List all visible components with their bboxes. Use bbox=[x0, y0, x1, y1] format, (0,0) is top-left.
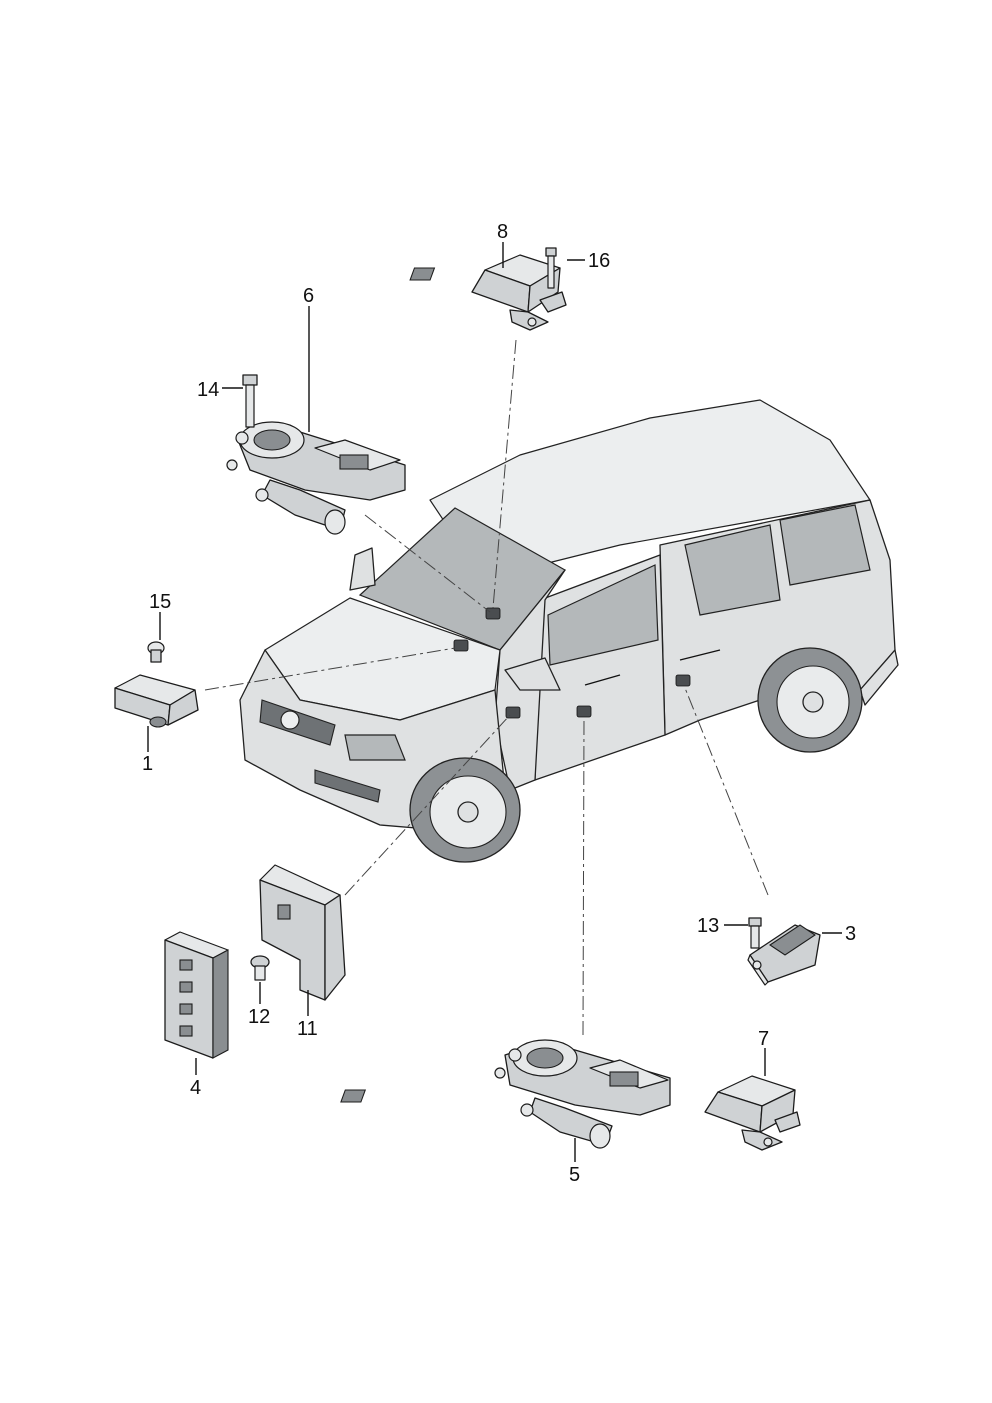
location-marker-dash bbox=[453, 639, 469, 652]
part-7-control-unit bbox=[340, 1075, 801, 1151]
callout-14: 14 bbox=[197, 379, 219, 401]
callout-16: 16 bbox=[588, 250, 610, 272]
leader-lines bbox=[147, 242, 842, 1162]
part-3-sensor bbox=[747, 924, 821, 986]
callout-4: 4 bbox=[190, 1077, 201, 1099]
location-marker-a-pillar bbox=[505, 706, 521, 719]
callout-8: 8 bbox=[497, 221, 508, 243]
location-marker-windshield bbox=[485, 607, 501, 620]
part-8-control-unit bbox=[409, 254, 567, 331]
part-4-relay-carrier bbox=[164, 931, 229, 1059]
location-marker-b-pillar bbox=[675, 674, 691, 687]
part-5-window-motor bbox=[494, 1039, 671, 1149]
callout-7: 7 bbox=[758, 1028, 769, 1050]
callout-3: 3 bbox=[845, 923, 856, 945]
van-illustration bbox=[239, 399, 899, 863]
part-1-bracket bbox=[114, 674, 199, 728]
callout-12: 12 bbox=[248, 1006, 270, 1028]
bolt-14 bbox=[242, 374, 258, 428]
callout-11: 11 bbox=[297, 1018, 318, 1040]
callout-1: 1 bbox=[142, 753, 153, 775]
callout-5: 5 bbox=[569, 1164, 580, 1186]
nut-15 bbox=[147, 641, 165, 663]
callout-6: 6 bbox=[303, 285, 314, 307]
callout-labels: 8 16 6 14 15 1 13 3 12 11 7 4 5 bbox=[142, 221, 856, 1186]
bolt-12 bbox=[250, 955, 270, 981]
bolt-16 bbox=[545, 247, 557, 289]
part-11-bracket bbox=[259, 864, 346, 1001]
callout-13: 13 bbox=[697, 915, 719, 937]
location-marker-front-door bbox=[576, 705, 592, 718]
bolt-13 bbox=[748, 917, 762, 949]
callout-15: 15 bbox=[149, 591, 171, 613]
part-6-window-motor bbox=[226, 421, 406, 535]
location-leaders bbox=[204, 339, 769, 1036]
